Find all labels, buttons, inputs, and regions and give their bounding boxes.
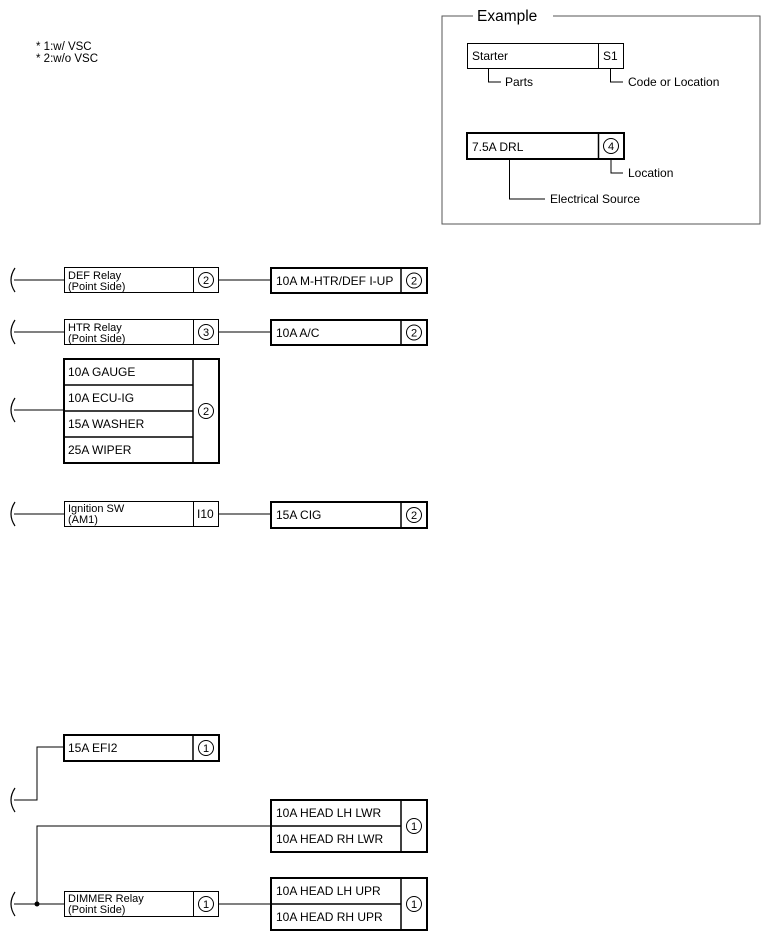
fuse-ac-label: 10A A/C xyxy=(276,326,320,340)
fuse-efi2-label: 15A EFI2 xyxy=(68,741,118,755)
fuse-cig-location: 2 xyxy=(411,510,417,522)
head-lh-lwr-label: 10A HEAD LH LWR xyxy=(276,806,381,820)
fuse-m-htr-location: 2 xyxy=(411,276,417,288)
note-no-vsc: * 2:w/o VSC xyxy=(36,53,98,65)
example-parts-caption: Parts xyxy=(505,75,533,89)
junction-dot xyxy=(34,901,40,907)
example-frame xyxy=(441,15,761,225)
head-lh-upr-label: 10A HEAD LH UPR xyxy=(276,884,381,898)
dimmer-relay-block: DIMMER Relay (Point Side) 1 xyxy=(64,891,219,917)
example-part-box xyxy=(467,43,624,69)
ignition-sw-code: I10 xyxy=(197,507,214,521)
example-location-circle xyxy=(603,138,619,154)
ignition-sw-sublabel: (AM1) xyxy=(68,514,98,526)
example-legend: Example Starter S1 Parts Code or Locatio… xyxy=(441,8,761,225)
htr-relay-block: HTR Relay (Point Side) 3 xyxy=(64,319,219,345)
head-upr-location: 1 xyxy=(411,899,417,911)
head-rh-upr-label: 10A HEAD RH UPR xyxy=(276,910,383,924)
wire-bracket xyxy=(10,787,16,813)
ignition-sw-block: Ignition SW (AM1) I10 xyxy=(64,501,219,527)
fuse-wiper-label: 25A WIPER xyxy=(68,443,132,457)
def-relay-sublabel: (Point Side) xyxy=(68,281,125,293)
htr-relay-location: 3 xyxy=(203,327,209,339)
def-relay-block: DEF Relay (Point Side) 2 xyxy=(64,267,219,293)
example-part-code: S1 xyxy=(603,49,618,63)
fuse-efi2-location: 1 xyxy=(203,743,209,755)
example-source-caption: Electrical Source xyxy=(550,192,640,206)
fuse-ecu-ig-label: 10A ECU-IG xyxy=(68,391,134,405)
dimmer-relay-sublabel: (Point Side) xyxy=(68,904,125,916)
def-relay-label: DEF Relay xyxy=(68,270,122,282)
ignition-sw-label: Ignition SW xyxy=(68,503,125,515)
fuse-washer-label: 15A WASHER xyxy=(68,417,145,431)
dimmer-relay-location: 1 xyxy=(203,899,209,911)
example-location-number: 4 xyxy=(608,141,614,153)
fuse-ac-location: 2 xyxy=(411,328,417,340)
fuse-cig-block: 15A CIG 2 xyxy=(270,501,428,529)
wire-bracket xyxy=(10,891,16,917)
htr-relay-label: HTR Relay xyxy=(68,322,122,334)
note-vsc: * 1:w/ VSC xyxy=(36,41,92,53)
dimmer-relay-label: DIMMER Relay xyxy=(68,893,144,905)
head-upr-block: 10A HEAD LH UPR 10A HEAD RH UPR 1 xyxy=(270,877,428,931)
example-code-caption: Code or Location xyxy=(628,75,719,89)
fuse-group-location: 2 xyxy=(203,406,209,418)
def-relay-location: 2 xyxy=(203,275,209,287)
example-source-name: 7.5A DRL xyxy=(472,140,524,154)
fuse-gauge-label: 10A GAUGE xyxy=(68,365,135,379)
fuse-efi2-block: 15A EFI2 1 xyxy=(63,734,220,762)
wire-bracket xyxy=(10,267,16,293)
head-lwr-location: 1 xyxy=(411,821,417,833)
wire-bracket xyxy=(10,319,16,345)
example-location-caption: Location xyxy=(628,166,673,180)
htr-relay-sublabel: (Point Side) xyxy=(68,333,125,345)
example-part-name: Starter xyxy=(472,49,508,63)
fuse-group-block: 10A GAUGE 10A ECU-IG 15A WASHER 25A WIPE… xyxy=(63,358,220,464)
wire-bracket xyxy=(10,501,16,527)
head-lwr-block: 10A HEAD LH LWR 10A HEAD RH LWR 1 xyxy=(270,799,428,853)
head-rh-lwr-label: 10A HEAD RH LWR xyxy=(276,832,383,846)
fuse-cig-label: 15A CIG xyxy=(276,508,321,522)
fuse-m-htr-block: 10A M-HTR/DEF I-UP 2 xyxy=(270,267,428,294)
wires xyxy=(14,279,271,905)
example-title: Example xyxy=(477,8,537,25)
fuse-m-htr-label: 10A M-HTR/DEF I-UP xyxy=(276,274,393,288)
fuse-ac-block: 10A A/C 2 xyxy=(270,319,428,346)
wire-bracket xyxy=(10,397,16,423)
notes: * 1:w/ VSC * 2:w/o VSC xyxy=(36,41,98,65)
wire-brackets xyxy=(10,267,16,917)
